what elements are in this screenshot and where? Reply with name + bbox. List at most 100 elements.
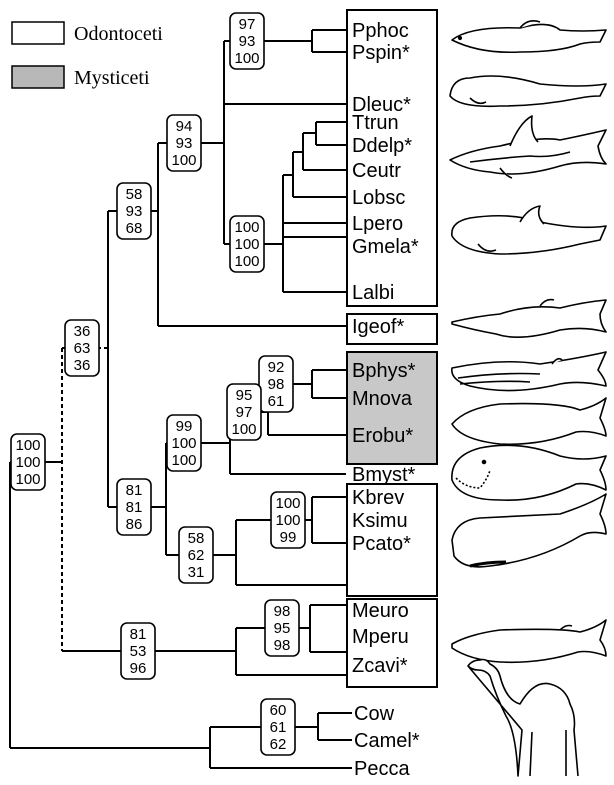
beaked-whale-icon (451, 619, 607, 664)
taxon-label: Pphoc (352, 20, 409, 42)
support-value: 36 (74, 323, 91, 340)
support-value: 100 (234, 219, 259, 236)
support-value: 98 (268, 376, 285, 393)
support-value: 81 (126, 482, 143, 499)
support-value: 63 (74, 340, 91, 357)
branch-bphys-mnova (311, 369, 346, 399)
beluga-icon (449, 75, 607, 108)
camel-icon (467, 658, 579, 777)
mysticeti-box (346, 351, 438, 465)
support-box-frame (226, 383, 262, 441)
support-value: 100 (15, 454, 40, 471)
legend: Odontoceti Mysticeti (11, 21, 163, 89)
sperm-whale-icon (451, 493, 607, 568)
support-value: 93 (239, 33, 256, 50)
taxon-label: Bmyst* (352, 464, 416, 486)
support-value: 86 (126, 516, 143, 533)
dashed-branch-cetacea (61, 347, 109, 651)
support-value: 99 (280, 529, 297, 546)
support-value: 81 (126, 499, 143, 516)
odontoceti-box-inia (346, 313, 438, 345)
taxon-label: Igeof* (352, 316, 404, 338)
support-box-frame (229, 215, 265, 273)
animal-silhouettes (449, 20, 607, 777)
branch-kogia (311, 496, 346, 544)
legend-swatch-mysticeti (11, 65, 65, 89)
support-value: 93 (176, 135, 193, 152)
taxon-label: Dleuc* (352, 94, 411, 116)
branch-pphoc-pspin (311, 29, 346, 53)
taxon-label: Pcato* (352, 533, 411, 555)
support-value: 99 (176, 418, 193, 435)
support-box-frame (264, 599, 300, 657)
branch-delphinids-inner (315, 121, 346, 146)
support-value: 60 (270, 702, 287, 719)
taxon-label: Mperu (352, 626, 409, 648)
taxon-label: Ksimu (352, 510, 408, 532)
taxon-label: Zcavi* (352, 655, 408, 677)
support-value: 93 (126, 203, 143, 220)
taxon-label: Lalbi (352, 282, 394, 304)
support-box-frame (166, 114, 202, 172)
support-box-frame (166, 414, 202, 472)
taxon-label: Gmela* (352, 236, 419, 258)
taxon-label: Bphys* (352, 360, 416, 382)
support-value: 100 (234, 50, 259, 67)
legend-swatch-odontoceti (11, 21, 65, 45)
gray-whale-icon (451, 397, 607, 446)
support-value: 58 (188, 530, 205, 547)
support-box-frame (258, 355, 294, 413)
support-value: 68 (126, 220, 143, 237)
support-value: 100 (171, 435, 196, 452)
taxon-labels: PphocPspin*Dleuc*TtrunDdelp*CeutrLobscLp… (352, 20, 420, 780)
support-value: 95 (236, 387, 253, 404)
branch-meuro-mperu (309, 604, 346, 653)
support-value: 94 (176, 118, 193, 135)
support-value: 100 (15, 437, 40, 454)
support-value: 100 (15, 471, 40, 488)
support-value: 53 (130, 643, 147, 660)
support-value: 31 (188, 564, 205, 581)
support-value: 36 (74, 357, 91, 374)
support-value: 95 (274, 620, 291, 637)
support-value: 100 (275, 495, 300, 512)
taxon-label: Cow (354, 703, 395, 725)
taxon-label: Lobsc (352, 187, 405, 209)
taxon-label: Camel* (354, 730, 420, 752)
taxon-label: Meuro (352, 600, 409, 622)
legend-label-odontoceti: Odontoceti (74, 23, 163, 45)
branch-delphinids-lalbi (282, 206, 346, 293)
odontoceti-box-physeteroids (346, 483, 438, 597)
support-box-frame (270, 491, 306, 549)
support-value: 100 (171, 452, 196, 469)
taxon-label: Mnova (352, 388, 413, 410)
support-value: 100 (231, 421, 256, 438)
dashed-branches (61, 347, 109, 651)
support-value: 61 (268, 393, 285, 410)
bowhead-whale-icon (451, 444, 607, 501)
pilot-whale-icon (451, 205, 607, 255)
taxon-label: Ddelp* (352, 135, 412, 157)
legend-label-mysticeti: Mysticeti (74, 67, 150, 89)
porpoise-icon (451, 20, 607, 54)
taxon-label: Erobu* (352, 425, 413, 447)
fin-whale-icon (451, 351, 607, 392)
support-value: 100 (234, 253, 259, 270)
taxon-label: Kbrev (352, 487, 404, 509)
support-box-frame (116, 478, 152, 536)
taxon-label: Pecca (354, 758, 410, 780)
